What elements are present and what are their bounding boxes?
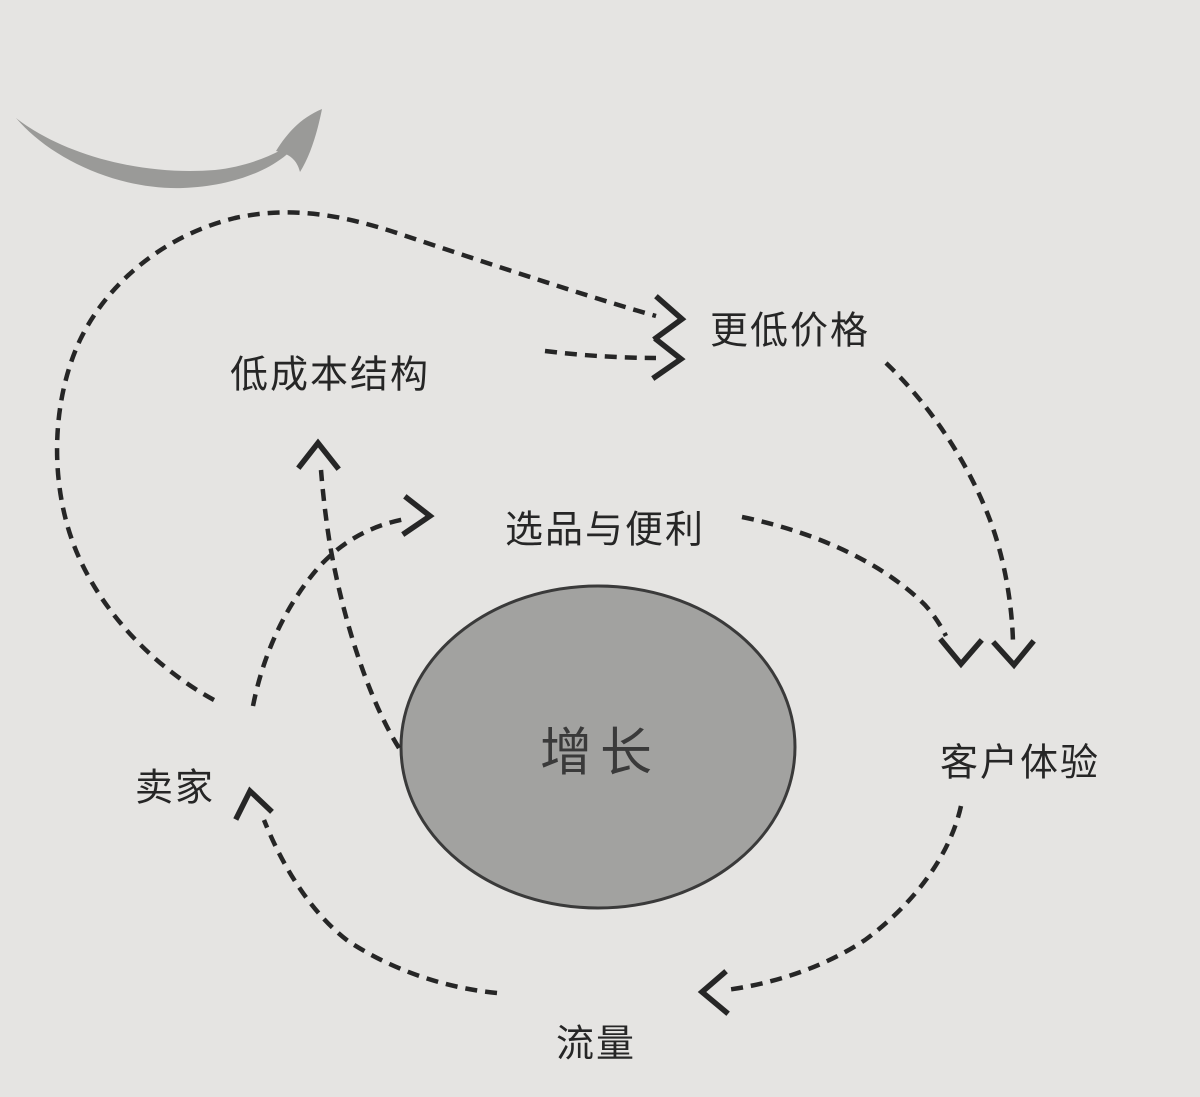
edge-low-cost-to-lower-prices: [544, 348, 657, 361]
node-label-growth: 增长: [539, 724, 661, 783]
edge-lower-prices-to-customer-experience: [884, 361, 1016, 643]
arrowhead-customer-experience-right: [991, 639, 1036, 670]
arrowhead-selection: [401, 494, 435, 537]
smile-arrowhead: [276, 109, 322, 172]
smile-swoosh: [16, 118, 303, 189]
node-label-sellers: 卖家: [134, 767, 216, 810]
amazon-smile-icon: [16, 109, 322, 189]
arrowhead-low-cost: [296, 438, 341, 471]
arrowhead-customer-experience-left: [938, 637, 984, 669]
edge-growth-to-low-cost: [318, 469, 401, 750]
growth-circle: [399, 584, 797, 910]
edge-traffic-to-sellers: [261, 819, 498, 996]
node-label-selection-convenience: 选品与便利: [504, 509, 706, 552]
node-label-customer-experience: 客户体验: [939, 742, 1101, 785]
arrowhead-lower-prices-upper: [652, 294, 687, 342]
node-label-lower-prices: 更低价格: [709, 310, 871, 353]
edge-sellers-to-lower-prices: [54, 210, 657, 702]
edge-sellers-to-selection: [250, 516, 406, 707]
edge-customer-experience-to-traffic: [725, 805, 964, 993]
node-label-low-cost-structure: 低成本结构: [229, 354, 431, 397]
arrowhead-sellers: [233, 786, 274, 821]
edge-selection-to-customer-experience: [741, 514, 949, 638]
node-label-traffic: 流量: [555, 1023, 637, 1066]
arrowhead-lower-prices-lower: [651, 336, 686, 381]
arrowhead-traffic: [697, 969, 730, 1016]
